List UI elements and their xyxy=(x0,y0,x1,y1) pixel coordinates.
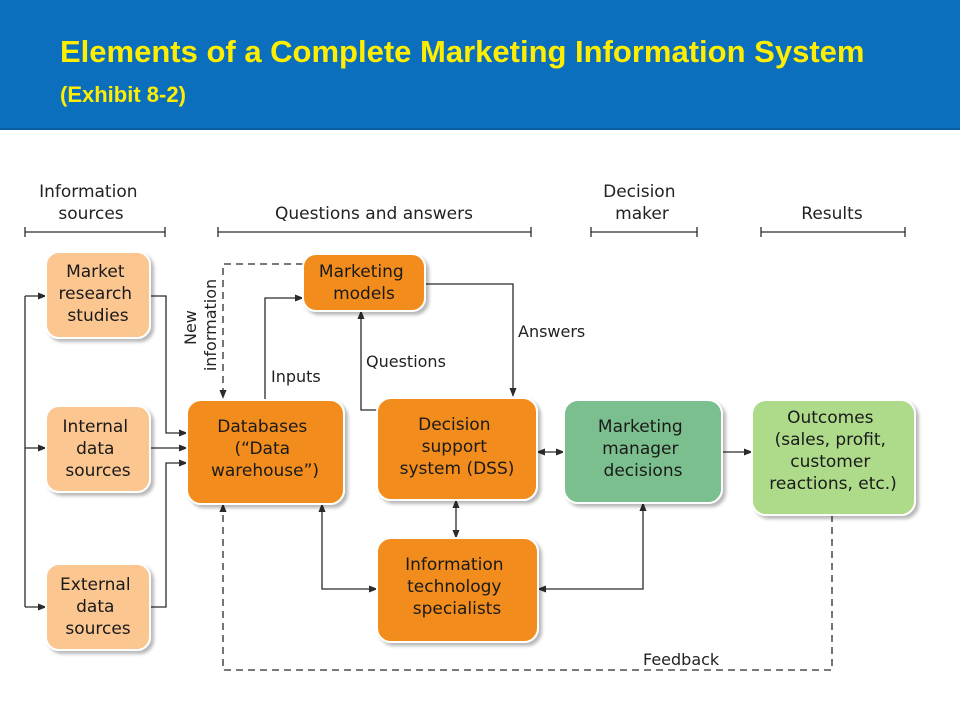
col-label-decision-maker: Decision maker xyxy=(603,182,681,224)
svg-text:Marketing manager: Marketing manager decisions xyxy=(598,417,688,481)
title-main: Elements of a Complete Marketing Informa… xyxy=(60,34,865,69)
title-sub: (Exhibit 8-2) xyxy=(60,82,186,107)
box-market-research: Market research studies xyxy=(45,251,151,339)
col-label-questions-answers: Questions and answers xyxy=(275,204,473,224)
svg-text:Internal data sour: Internal data sources xyxy=(63,417,134,481)
mis-diagram: Information sources Questions and answer… xyxy=(24,182,916,671)
connectors xyxy=(24,263,833,671)
svg-text:Databases (“Data w: Databases (“Data warehouse”) xyxy=(211,417,319,481)
box-marketing-manager-decisions: Marketing manager decisions xyxy=(563,399,723,504)
svg-text:External data sour: External data sources xyxy=(60,575,136,639)
label-inputs: Inputs xyxy=(271,367,321,386)
box-outcomes: Outcomes (sales, profit, customer reacti… xyxy=(751,399,916,516)
col-label-information-sources: Information sources xyxy=(39,182,143,224)
svg-text:Market research st: Market research studies xyxy=(59,262,138,326)
box-internal-data-sources: Internal data sources xyxy=(45,405,151,493)
box-decision-support-system: Decision support system (DSS) xyxy=(376,397,538,501)
label-answers: Answers xyxy=(518,322,585,341)
box-databases: Databases (“Data warehouse”) xyxy=(186,399,345,505)
header-bar: Elements of a Complete Marketing Informa… xyxy=(0,0,960,130)
label-feedback: Feedback xyxy=(643,650,720,669)
page-title: Elements of a Complete Marketing Informa… xyxy=(60,32,940,115)
svg-text:Outcomes (sales, profit,: Outcomes (sales, profit, customer reacti… xyxy=(769,408,897,494)
svg-text:Decision support s: Decision support system (DSS) xyxy=(400,415,515,479)
col-label-results: Results xyxy=(801,204,863,224)
box-external-data-sources: External data sources xyxy=(45,563,151,651)
label-new-information: New information xyxy=(181,279,220,371)
svg-text:Marketing models: Marketing models xyxy=(319,262,409,304)
column-brackets xyxy=(24,227,906,237)
svg-text:Information technology: Information technology specialists xyxy=(405,555,509,619)
label-questions: Questions xyxy=(366,352,446,371)
box-marketing-models: Marketing models xyxy=(302,253,426,312)
box-it-specialists: Information technology specialists xyxy=(376,537,539,643)
